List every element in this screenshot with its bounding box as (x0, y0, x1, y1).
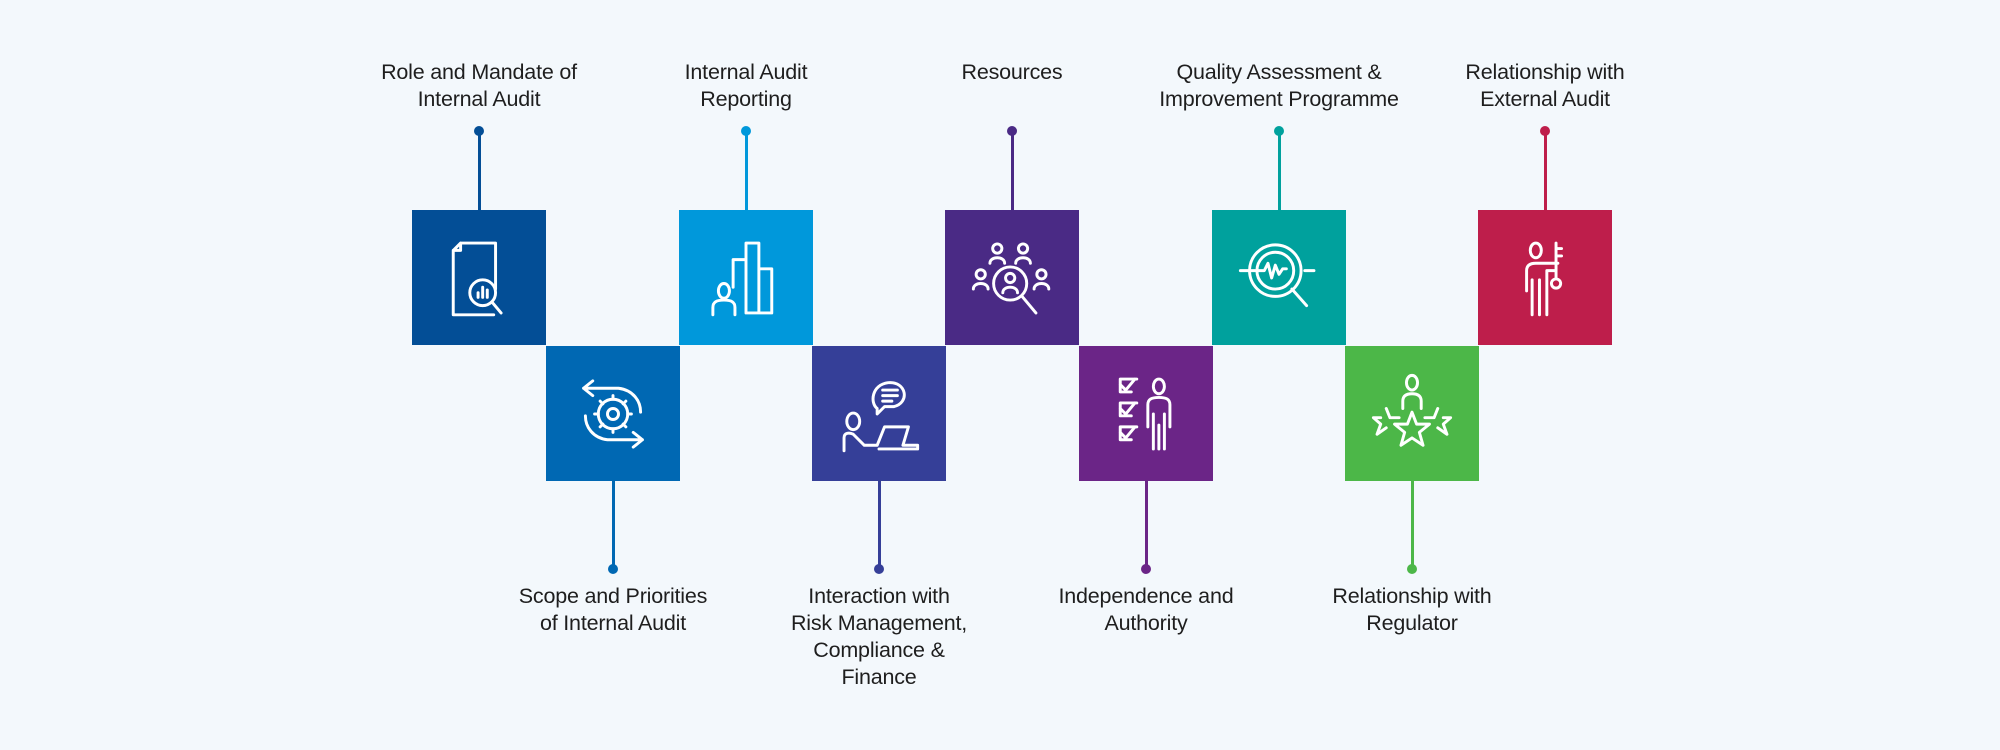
step-tile (812, 346, 946, 481)
step-tile (1079, 346, 1213, 481)
connector-dot (1540, 126, 1550, 136)
connector-dot (1407, 564, 1417, 574)
person-stars-icon (1371, 373, 1453, 447)
step-tile (412, 210, 546, 345)
step-label: Relationship with Regulator (1332, 584, 1492, 635)
step-tile (546, 346, 680, 481)
connector-line (478, 132, 481, 210)
step-tile (1212, 210, 1346, 345)
document-search-chart-icon (451, 241, 503, 316)
connector-line (612, 481, 615, 569)
step-tile (1345, 346, 1479, 481)
connector-dot (608, 564, 618, 574)
step-label: Relationship with External Audit (1465, 60, 1625, 111)
step-label: Quality Assessment & Improvement Program… (1159, 60, 1399, 111)
person-laptop-chat-icon (842, 380, 920, 452)
person-bar-chart-icon (711, 241, 774, 316)
connector-dot (1007, 126, 1017, 136)
connector-line (878, 481, 881, 569)
connector-dot (741, 126, 751, 136)
connector-line (745, 132, 748, 210)
step-tile (679, 210, 813, 345)
connector-line (1278, 132, 1281, 210)
connector-dot (474, 126, 484, 136)
connector-line (1544, 132, 1547, 210)
step-label: Independence and Authority (1058, 584, 1234, 635)
people-search-icon (971, 241, 1051, 314)
person-checklist-icon (1118, 377, 1172, 450)
person-key-icon (1525, 241, 1564, 316)
connector-line (1011, 132, 1014, 210)
gear-cycle-icon (582, 378, 644, 449)
magnifier-pulse-icon (1238, 242, 1316, 307)
connector-dot (1274, 126, 1284, 136)
connector-line (1411, 481, 1414, 569)
step-label: Resources (961, 60, 1063, 84)
step-label: Internal Audit Reporting (684, 60, 808, 111)
connector-dot (1141, 564, 1151, 574)
step-tile (945, 210, 1079, 345)
step-label: Scope and Priorities of Internal Audit (518, 584, 708, 635)
step-tile (1478, 210, 1612, 345)
connector-dot (874, 564, 884, 574)
connector-line (1145, 481, 1148, 569)
step-label: Interaction with Risk Management, Compli… (790, 584, 968, 689)
step-label: Role and Mandate of Internal Audit (381, 60, 577, 111)
